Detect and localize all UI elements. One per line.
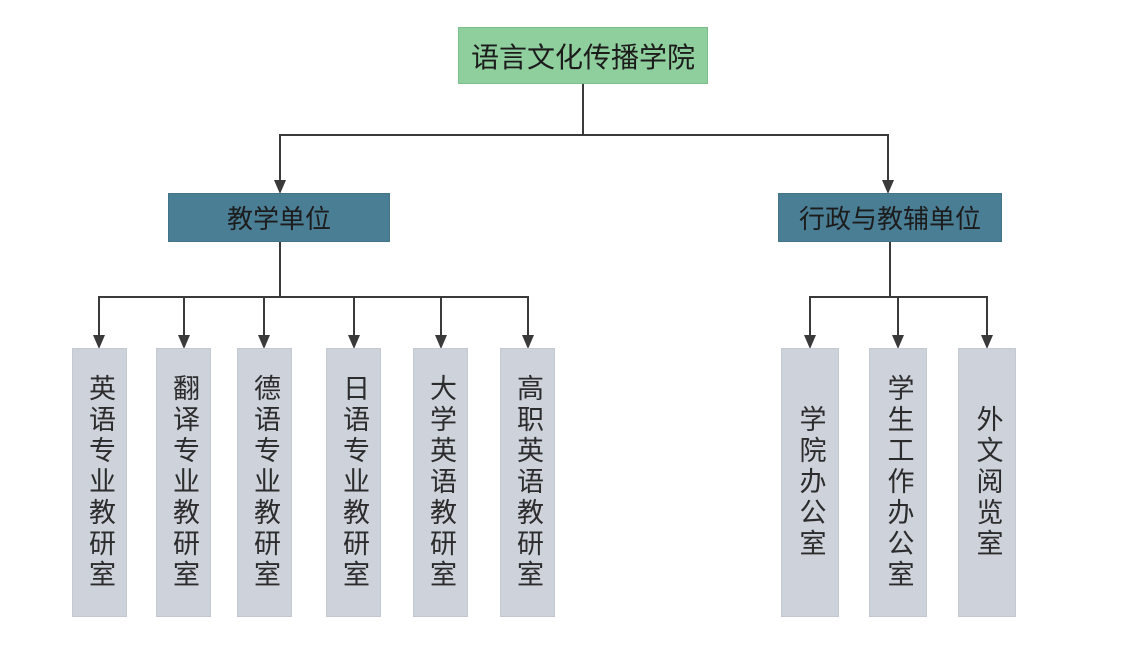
org-node-japanese-major-office: 日语专业教研室 [326, 348, 381, 617]
leaf-label: 高职英语教研室 [513, 374, 543, 591]
org-node-college-english-office: 大学英语教研室 [413, 348, 468, 617]
leaf-label: 翻译专业教研室 [169, 374, 199, 591]
leaf-label: 外文阅览室 [972, 405, 1003, 560]
org-node-german-major-office: 德语专业教研室 [237, 348, 292, 617]
leaf-label: 学生工作办公室 [883, 374, 914, 591]
org-node-admin-units-label: 行政与教辅单位 [798, 204, 981, 234]
org-node-english-major-office: 英语专业教研室 [72, 348, 127, 617]
org-node-teaching-units: 教学单位 [168, 193, 390, 242]
leaf-label: 学院办公室 [795, 405, 826, 560]
leaf-label: 德语专业教研室 [250, 374, 280, 591]
leaf-label: 英语专业教研室 [85, 374, 115, 591]
org-node-root: 语言文化传播学院 [458, 27, 708, 84]
org-node-student-affairs-office: 学生工作办公室 [869, 348, 927, 617]
org-node-teaching-units-label: 教学单位 [226, 204, 331, 234]
org-node-translation-major-office: 翻译专业教研室 [156, 348, 211, 617]
leaf-label: 日语专业教研室 [339, 374, 369, 591]
org-node-foreign-reading-room: 外文阅览室 [958, 348, 1016, 617]
leaf-label: 大学英语教研室 [426, 374, 456, 591]
org-node-admin-units: 行政与教辅单位 [778, 193, 1002, 242]
org-node-college-office: 学院办公室 [781, 348, 839, 617]
org-node-vocational-english-office: 高职英语教研室 [500, 348, 555, 617]
org-node-root-label: 语言文化传播学院 [470, 41, 695, 73]
